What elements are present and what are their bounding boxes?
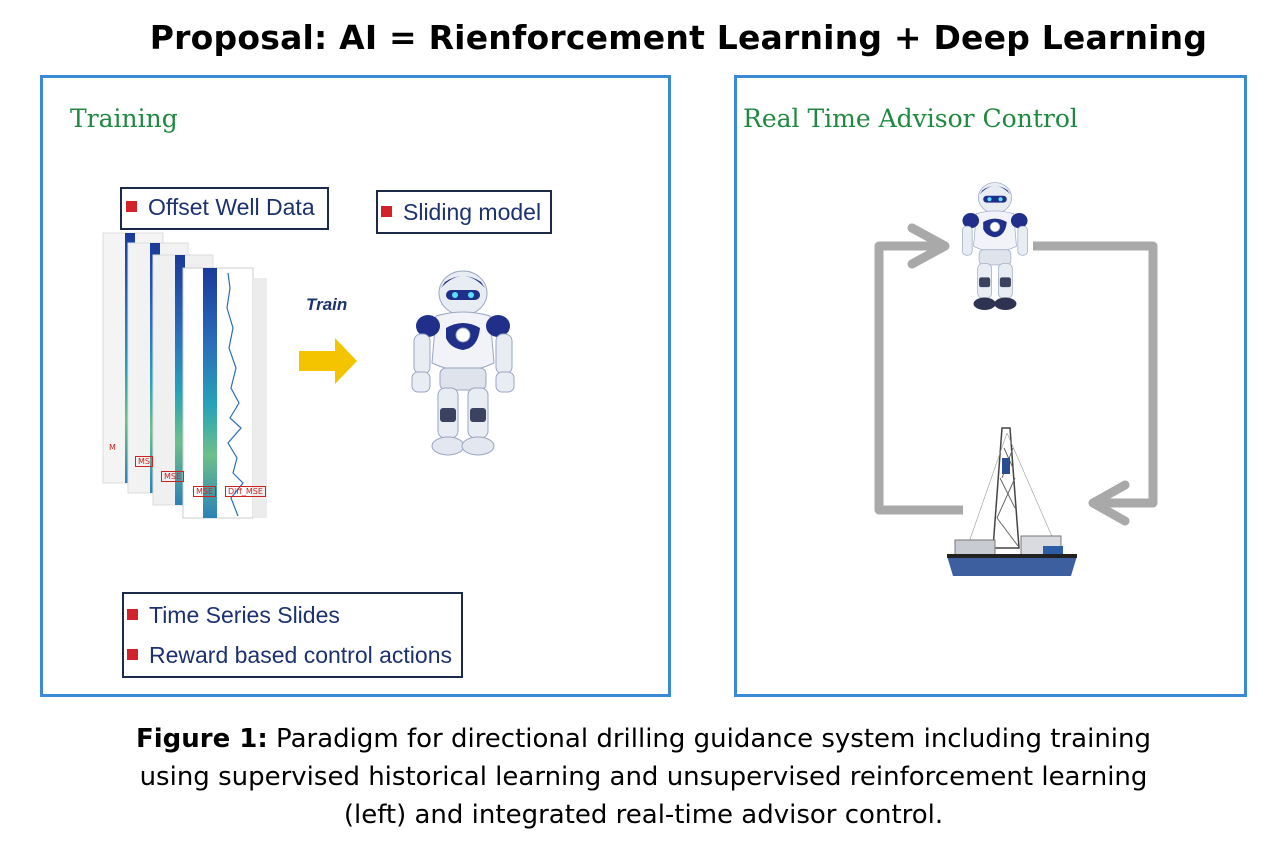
offset-well-data-text: Offset Well Data — [148, 194, 315, 220]
list-item: Time Series Slides — [127, 602, 461, 628]
caption-label: Figure 1: — [136, 724, 268, 754]
sliding-model-text: Sliding model — [403, 199, 542, 225]
figure-title: Proposal: AI = Rienforcement Learning + … — [149, 18, 1208, 57]
bullet-icon — [126, 201, 137, 213]
training-panel: Training M MS MSE MSE Diff_MSE — [40, 75, 671, 697]
train-label: Train — [306, 295, 348, 314]
mini-tag: MSE — [161, 471, 185, 482]
caption-line-1: Paradigm for directional drilling guidan… — [267, 724, 1151, 754]
offset-well-data-label: Offset Well Data — [120, 187, 329, 230]
real-time-panel-title: Real Time Advisor Control — [743, 104, 1078, 133]
bullet-icon — [127, 609, 138, 621]
data-sheets-graphic — [102, 232, 267, 519]
bullet-icon — [381, 206, 392, 218]
sliding-model-label: Sliding model — [376, 190, 552, 234]
mini-tag: MS — [135, 456, 153, 467]
drilling-rig-icon — [947, 427, 1077, 576]
train-arrow-icon — [299, 338, 357, 384]
real-time-panel: Real Time Advisor Control — [734, 75, 1247, 697]
caption-line-2: using supervised historical learning and… — [139, 762, 1148, 792]
training-panel-title: Training — [70, 104, 178, 133]
mini-tag: MSE — [193, 486, 217, 497]
mini-tag: M — [109, 443, 116, 452]
robot-icon — [411, 270, 515, 456]
training-methods-label: Time Series Slides Reward based control … — [122, 592, 463, 678]
time-series-slides-text: Time Series Slides — [149, 602, 340, 628]
mini-tag: Diff_MSE — [225, 486, 266, 497]
bullet-icon — [127, 649, 138, 661]
list-item: Reward based control actions — [127, 642, 461, 668]
figure-caption: Figure 1: Paradigm for directional drill… — [0, 720, 1287, 834]
caption-line-3: (left) and integrated real-time advisor … — [343, 800, 944, 830]
control-loop-arrows — [874, 223, 1158, 526]
reward-based-actions-text: Reward based control actions — [149, 642, 452, 668]
robot-icon — [962, 182, 1028, 310]
